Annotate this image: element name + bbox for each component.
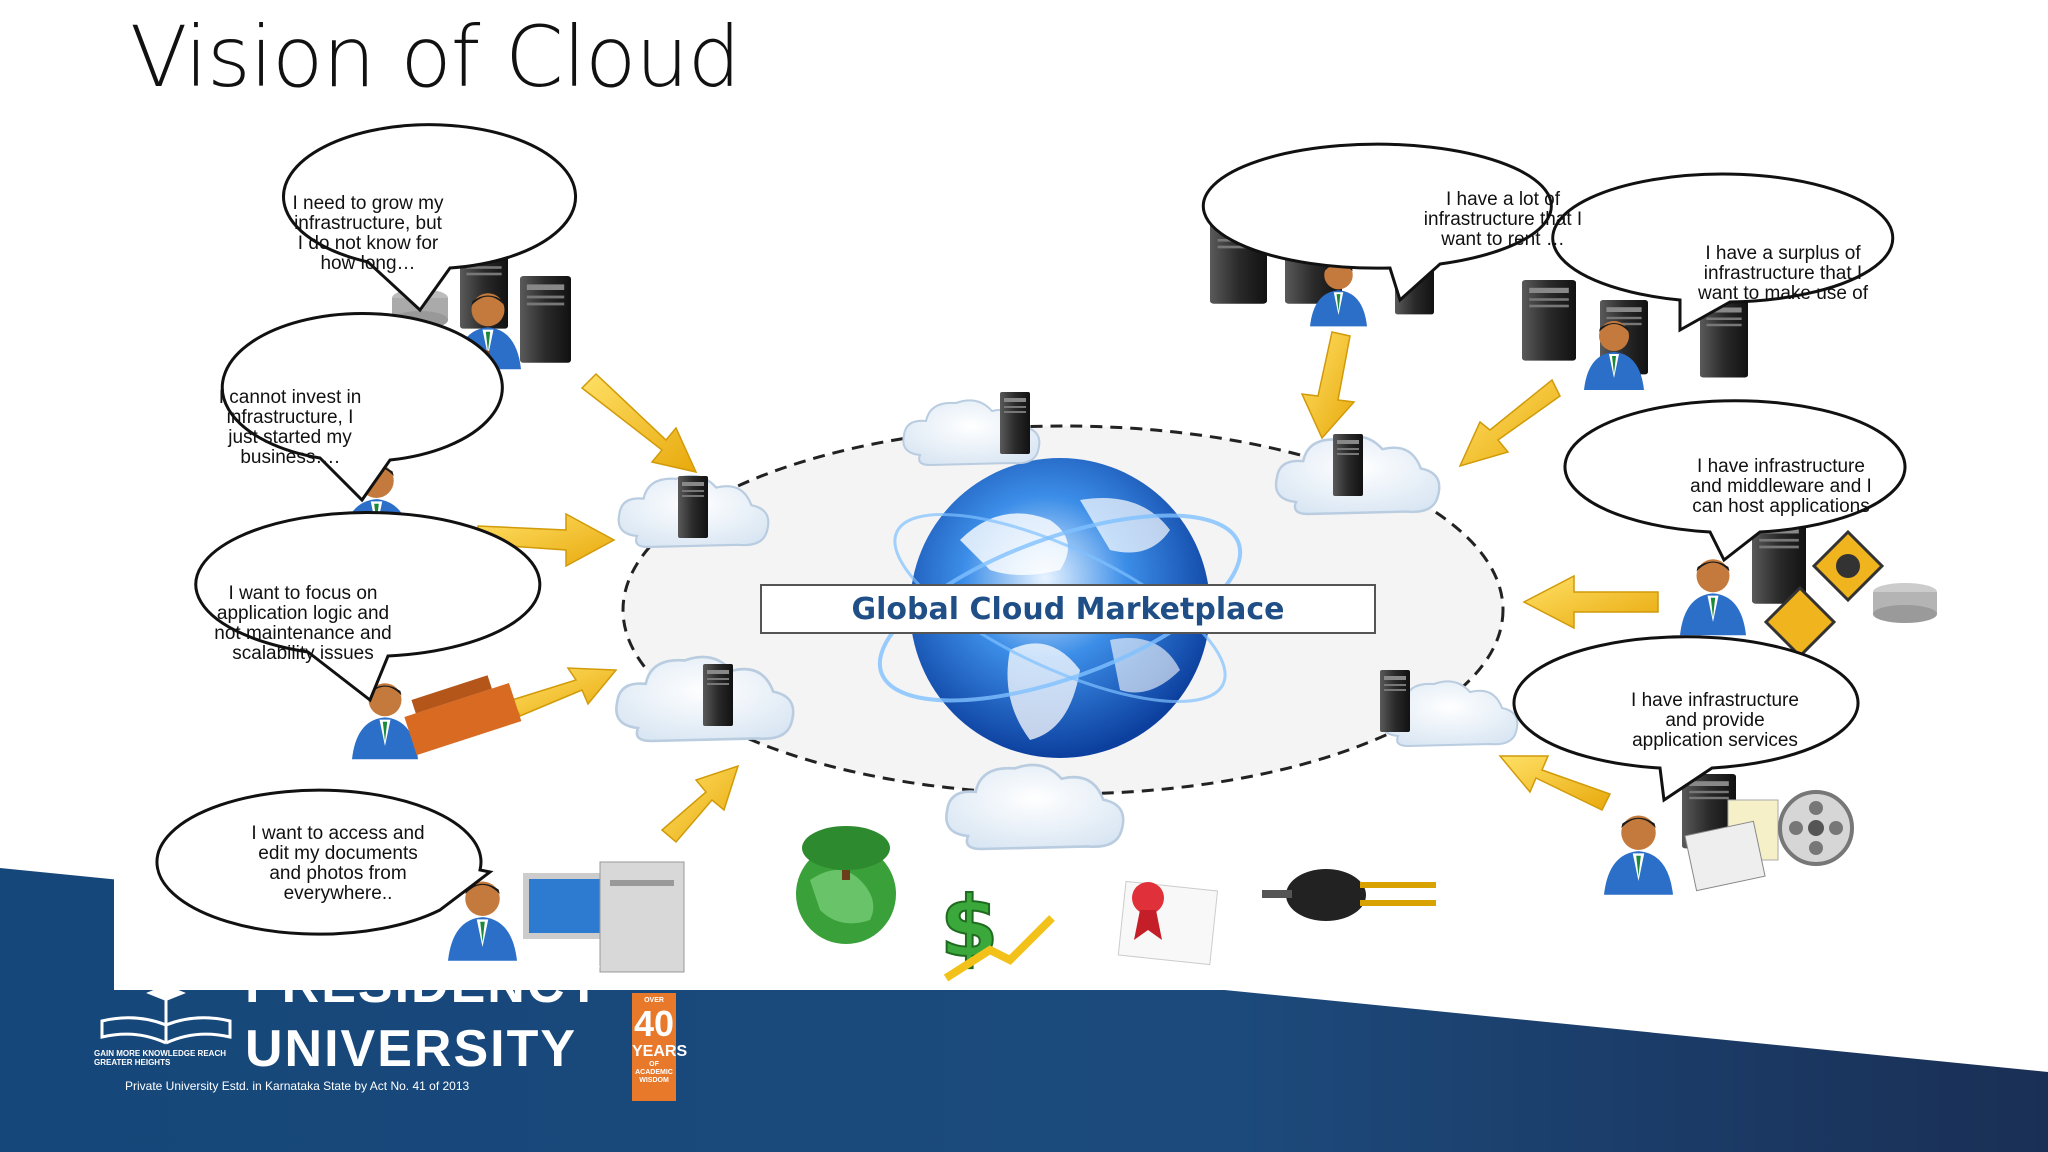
university-name-line1: PRESIDENCY bbox=[245, 965, 604, 1005]
badge-number: 40 bbox=[633, 1003, 675, 1044]
arrow-services bbox=[1498, 755, 1612, 811]
arrow-surplus bbox=[1458, 378, 1561, 468]
forty-years-badge: OVER 40 YEARS OF ACADEMIC WISDOM bbox=[632, 993, 688, 1101]
services-provider-group bbox=[1604, 774, 1854, 895]
bubble-shape-middleware bbox=[1563, 399, 1907, 563]
computer-icon bbox=[523, 861, 685, 973]
middleware-provider-group bbox=[1680, 520, 1937, 659]
logo-tagline: GAIN MORE KNOWLEDGE REACH GREATER HEIGHT… bbox=[94, 1049, 226, 1067]
svg-text:$: $ bbox=[940, 878, 998, 976]
bubble-shape-services bbox=[1512, 635, 1860, 803]
marketplace-label: Global Cloud Marketplace bbox=[760, 584, 1376, 634]
bubble-shape-access bbox=[155, 788, 494, 936]
arrows bbox=[477, 331, 1659, 844]
badge-sub: OF ACADEMIC WISDOM bbox=[635, 1061, 673, 1084]
arrow-focus bbox=[510, 667, 618, 717]
bubble-shape-surplus bbox=[1551, 172, 1895, 333]
arrow-grow bbox=[580, 372, 698, 474]
calendar-icon bbox=[1684, 820, 1766, 892]
bubble-shape-grow bbox=[282, 123, 578, 313]
bubble-shape-invest bbox=[220, 311, 504, 503]
certificate-icon bbox=[1117, 880, 1219, 966]
arrow-middleware bbox=[1522, 574, 1659, 630]
arrow-rent bbox=[1300, 331, 1356, 440]
database-icon bbox=[1873, 583, 1937, 623]
bubble-shape-focus bbox=[194, 510, 542, 703]
access-user-group bbox=[448, 861, 685, 973]
book-logo-icon bbox=[100, 985, 232, 1045]
gear-sign-icon bbox=[1763, 529, 1885, 659]
plug-icon bbox=[1262, 869, 1436, 921]
university-name-line2: UNIVERSITY bbox=[245, 1020, 578, 1078]
badge-over: OVER bbox=[644, 997, 664, 1004]
dollar-icon: $ bbox=[939, 877, 1055, 982]
university-logo: GAIN MORE KNOWLEDGE REACH GREATER HEIGHT… bbox=[90, 965, 730, 1101]
film-reel-icon bbox=[1778, 790, 1854, 866]
tree-globe-icon bbox=[796, 826, 896, 944]
establishment-note: Private University Estd. in Karnataka St… bbox=[125, 1079, 470, 1093]
bubble-shape-rent bbox=[1201, 142, 1553, 303]
slide-title: Vision of Cloud bbox=[130, 8, 741, 106]
toolbox-icon bbox=[404, 675, 522, 756]
arrow-access bbox=[660, 764, 740, 844]
focus-user-group bbox=[352, 675, 522, 760]
badge-years: YEARS bbox=[632, 1043, 688, 1060]
